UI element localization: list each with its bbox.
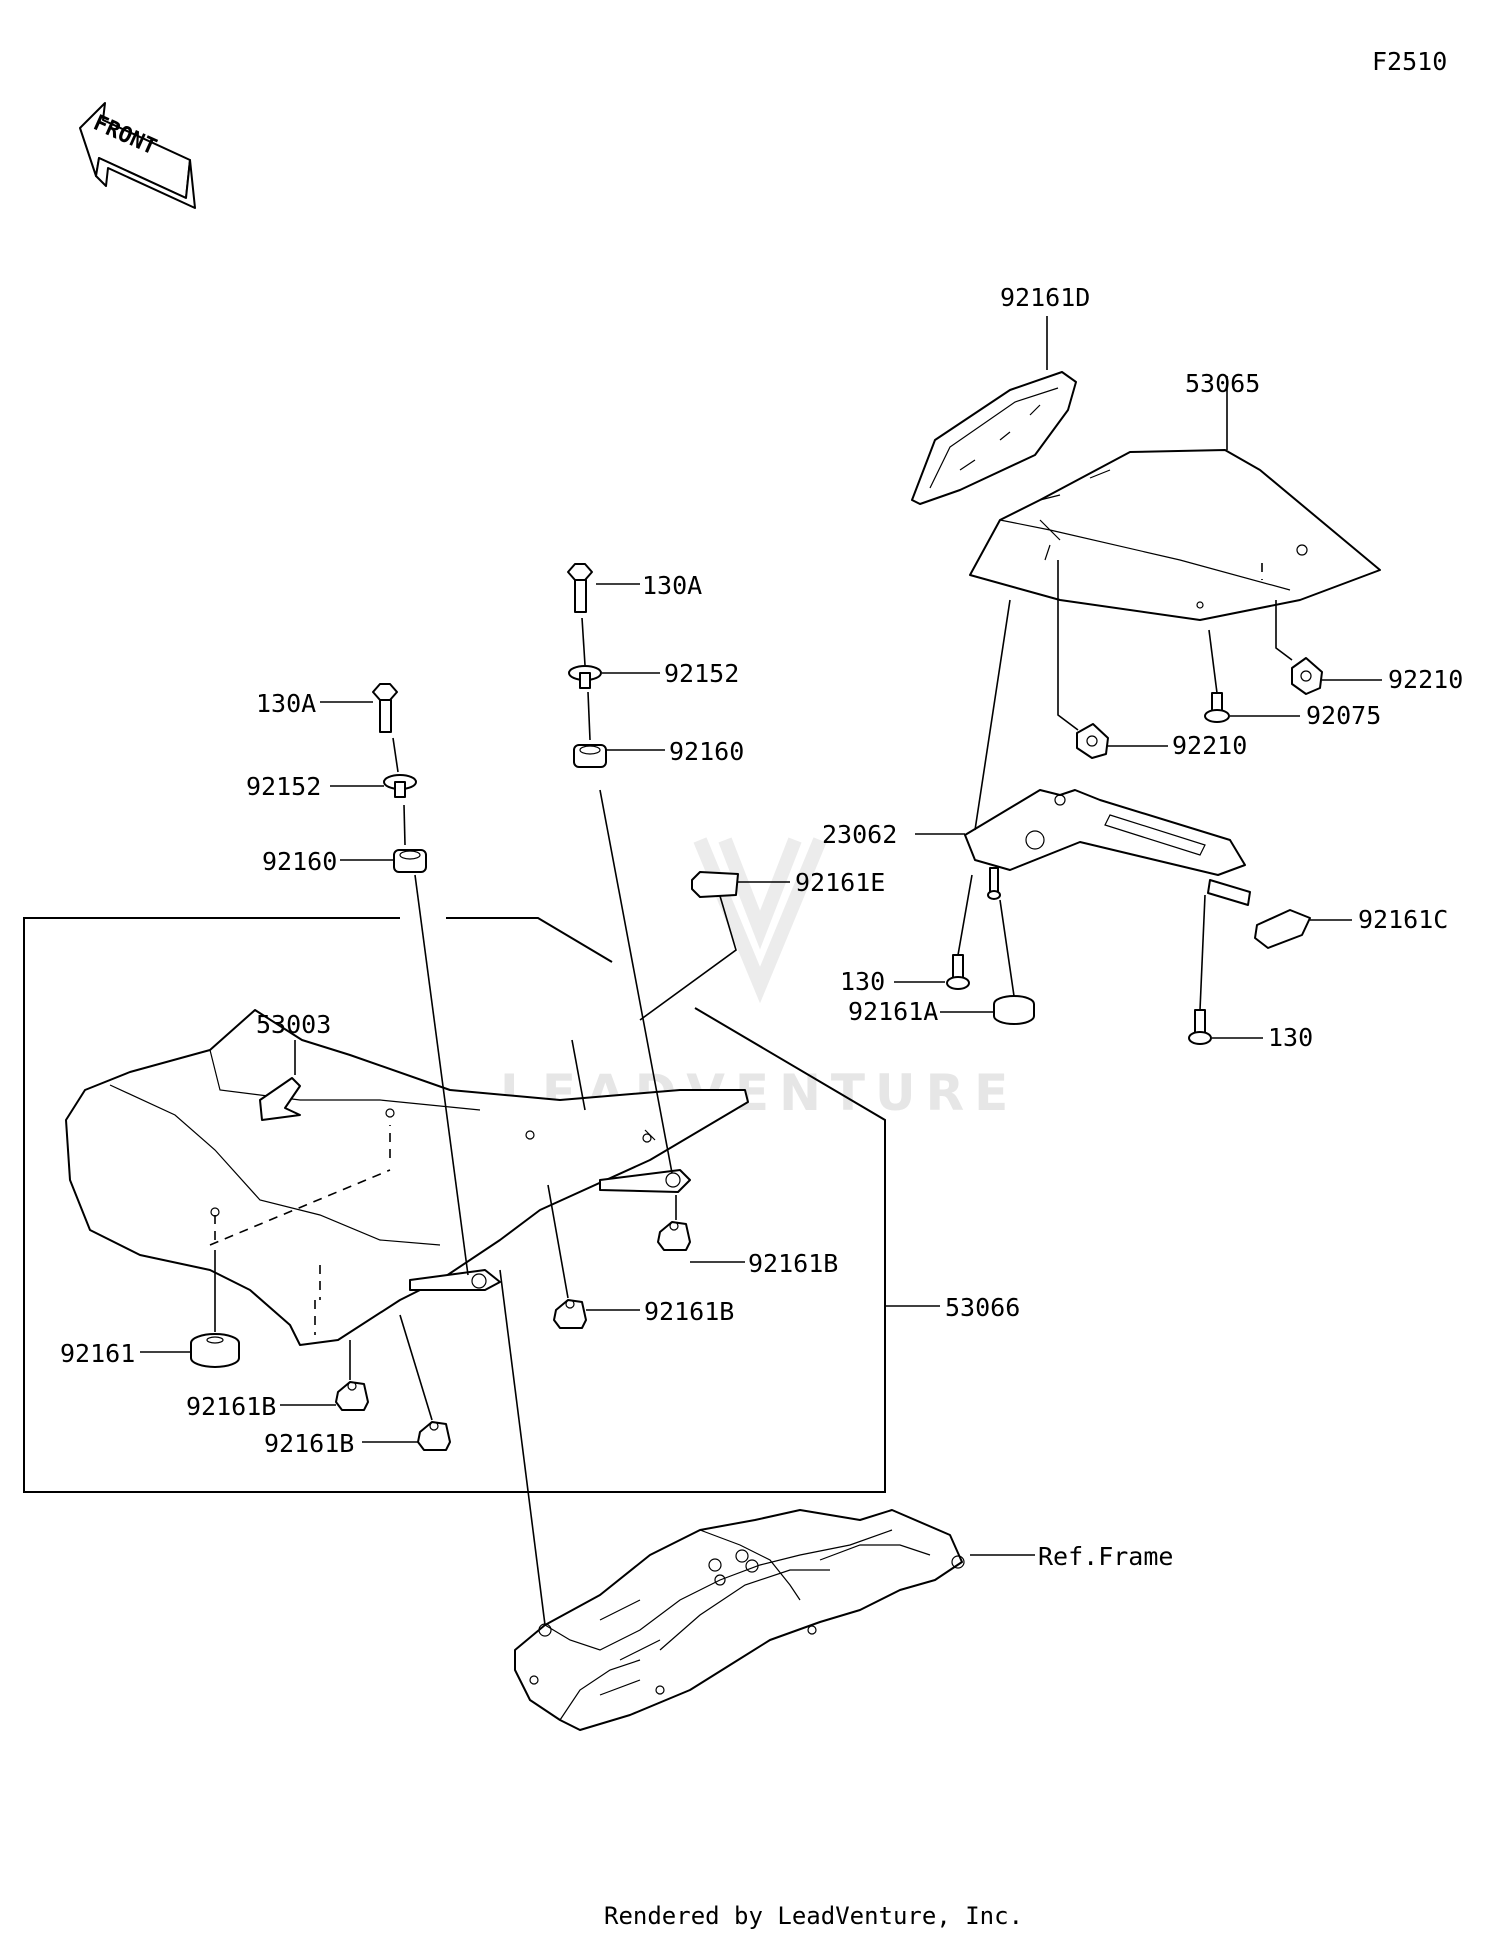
label-92161E: 92161E — [795, 868, 885, 897]
watermark: LEADVENTURE — [500, 837, 1008, 1122]
collar-92152-left — [383, 774, 417, 798]
bolt-130-left — [946, 954, 970, 990]
label-92210-mid: 92210 — [1172, 731, 1247, 760]
label-92152-right: 92152 — [664, 659, 739, 688]
label-130A-right: 130A — [642, 571, 702, 600]
frame-reference — [514, 1509, 965, 1731]
label-92075: 92075 — [1306, 701, 1381, 730]
screw-92075 — [1204, 692, 1230, 723]
label-92161B-middle: 92161B — [644, 1297, 734, 1326]
nut-92210-middle — [1076, 723, 1109, 759]
damper-92161B-left2 — [417, 1421, 451, 1451]
label-ref-frame: Ref.Frame — [1038, 1542, 1173, 1571]
footer-text: Rendered by LeadVenture, Inc. — [604, 1902, 1023, 1930]
label-92152-left: 92152 — [246, 772, 321, 801]
figure-code: F2510 — [1372, 47, 1447, 76]
label-92161B-left1: 92161B — [186, 1392, 276, 1421]
label-23062: 23062 — [822, 820, 897, 849]
label-92161A: 92161A — [848, 997, 938, 1026]
label-92161: 92161 — [60, 1339, 135, 1368]
label-92160-right: 92160 — [669, 737, 744, 766]
damper-92161B-left1 — [335, 1381, 369, 1411]
pad-92161E — [691, 871, 739, 898]
label-92161D: 92161D — [1000, 283, 1090, 312]
pad-92161C — [1254, 909, 1311, 949]
bolt-130A-left — [372, 683, 398, 733]
damper-92161B-middle — [553, 1299, 587, 1329]
label-92210-top: 92210 — [1388, 665, 1463, 694]
label-53065: 53065 — [1185, 369, 1260, 398]
bolt-130A-right — [567, 563, 593, 613]
seat-53003 — [65, 1009, 749, 1346]
label-130-right: 130 — [1268, 1023, 1313, 1052]
seat-cover-53065 — [969, 449, 1381, 621]
label-92160-left: 92160 — [262, 847, 337, 876]
label-92161C: 92161C — [1358, 905, 1448, 934]
front-arrow-icon: FRONT — [79, 102, 196, 209]
damper-92161 — [190, 1333, 240, 1368]
nut-92210-right — [1291, 657, 1323, 695]
damper-92161A — [993, 995, 1035, 1025]
assembly-box-53066 — [23, 917, 940, 1493]
label-92161B-left2: 92161B — [264, 1429, 354, 1458]
damper-92161B-right — [657, 1221, 691, 1251]
collar-92152-right — [568, 665, 602, 689]
bracket-23062 — [964, 789, 1251, 906]
label-53003: 53003 — [256, 1010, 331, 1039]
label-130-left: 130 — [840, 967, 885, 996]
grommet-92160-left — [393, 849, 427, 873]
label-130A-left: 130A — [256, 689, 316, 718]
label-92161B-right: 92161B — [748, 1249, 838, 1278]
bolt-130-right — [1188, 1009, 1212, 1045]
pad-92161D — [911, 371, 1077, 505]
label-53066: 53066 — [945, 1293, 1020, 1322]
grommet-92160-right — [573, 744, 607, 768]
